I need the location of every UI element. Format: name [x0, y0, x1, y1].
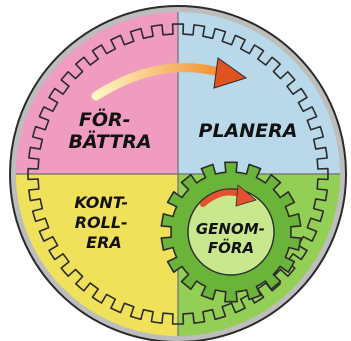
label-forbattra-line2: BÄTTRA — [68, 129, 151, 153]
label-planera: PLANERA — [199, 120, 298, 142]
label-genomfora-line1: GENOM- — [196, 220, 265, 238]
label-kontrollera-line1: KONT- — [74, 193, 128, 212]
label-kontrollera-line2: ROLL- — [75, 213, 128, 232]
label-planera-line1: PLANERA — [199, 120, 298, 142]
label-forbattra-line1: FÖR- — [79, 107, 131, 131]
label-genomfora-line2: FÖRA — [208, 238, 254, 257]
label-kontrollera-line3: ERA — [86, 233, 122, 252]
